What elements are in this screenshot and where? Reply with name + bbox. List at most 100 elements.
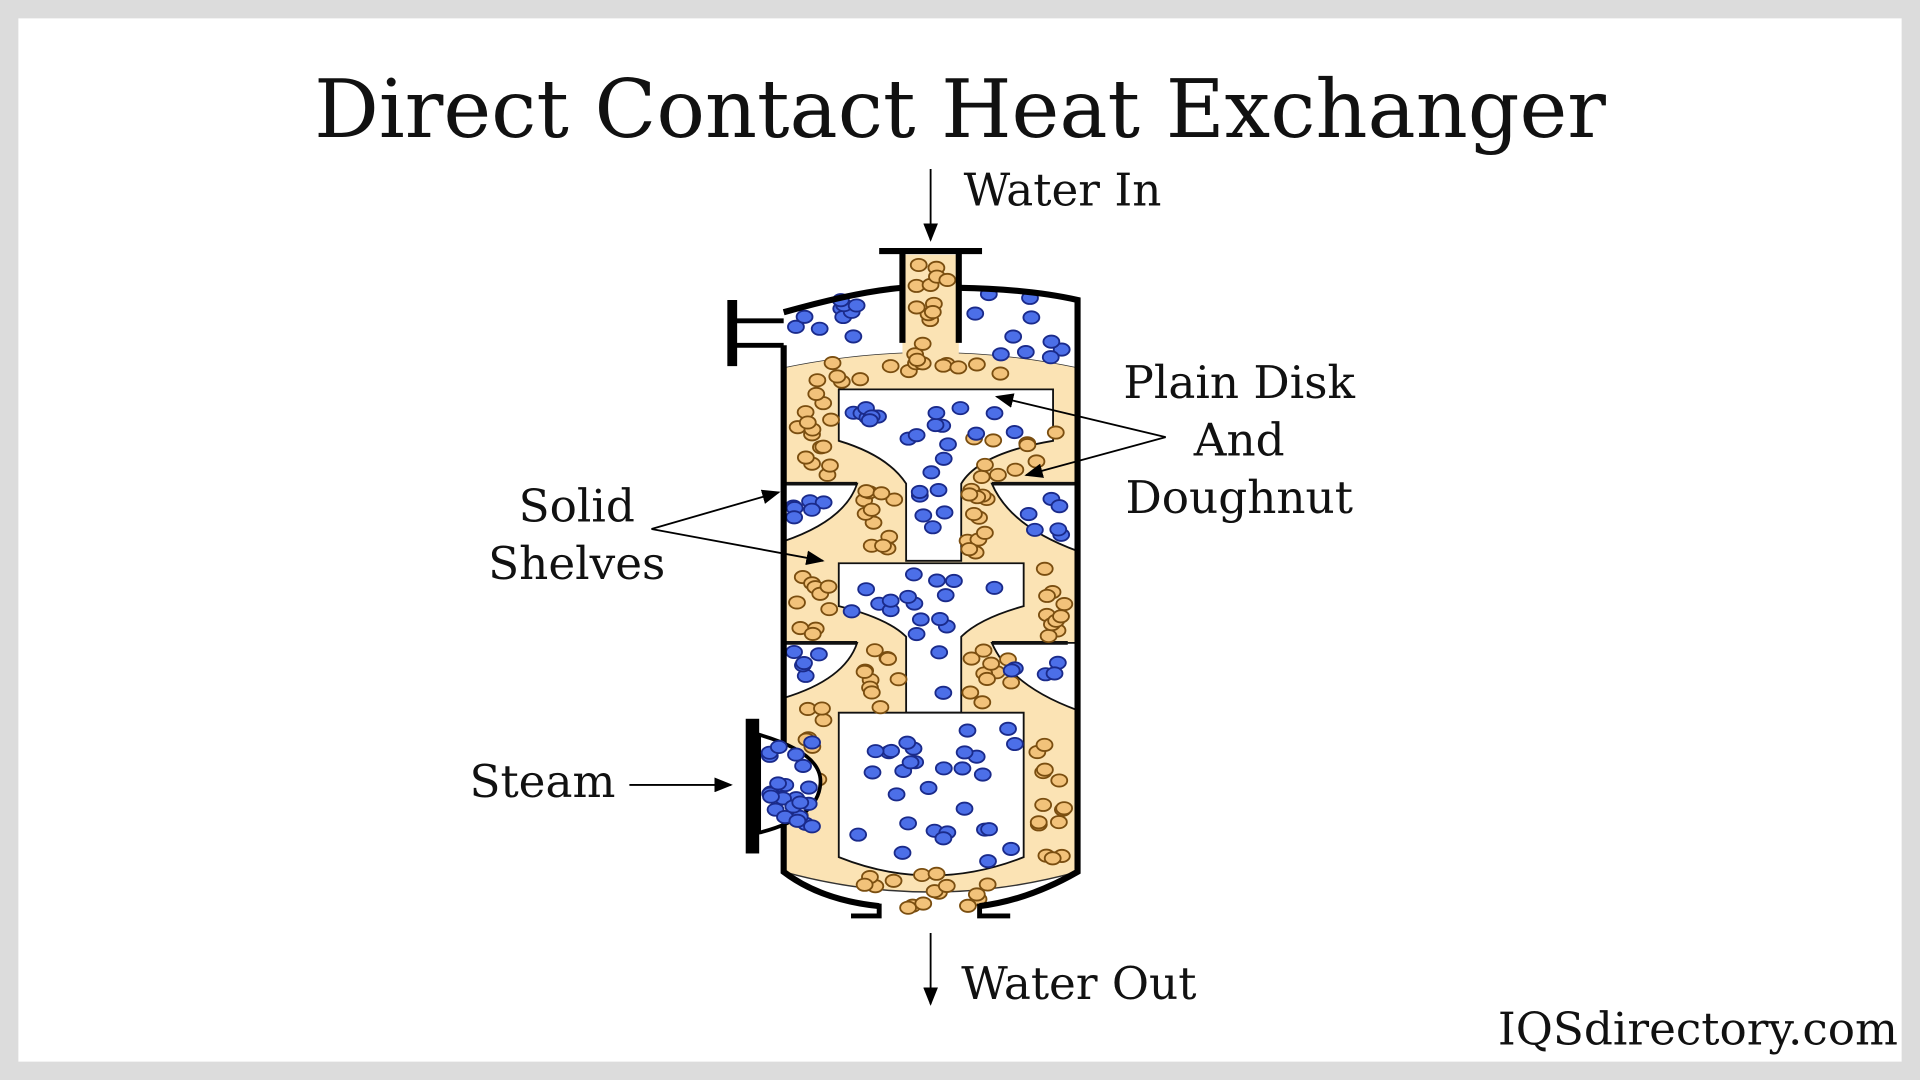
steam-bubble [1041, 350, 1060, 365]
plain-disk-arrow-2 [1024, 436, 1166, 478]
steam-bubble [887, 787, 906, 802]
steam-bubble [810, 647, 828, 662]
steam-bubble [985, 580, 1004, 595]
steam-bubble [910, 484, 929, 499]
water-droplet [865, 643, 884, 658]
steam-bubble [928, 573, 946, 588]
steam-bubble [1026, 522, 1044, 537]
water-droplet [874, 538, 892, 553]
water-droplet [798, 415, 817, 430]
steam-bubble [881, 593, 900, 608]
steam-bubble [934, 831, 953, 846]
steam-bubble [795, 309, 814, 324]
water-droplet [884, 873, 903, 888]
steam-bubble [1050, 499, 1069, 514]
steam-bubble [898, 735, 917, 750]
water-droplet [1002, 675, 1021, 690]
steam-bubble [857, 582, 876, 597]
water-droplet [927, 866, 946, 881]
water-droplet [822, 412, 840, 427]
steam-bubble [930, 645, 949, 660]
steam-bubble [919, 780, 938, 795]
water-droplet [820, 602, 839, 617]
solid-shelves-label-1: Solid [519, 480, 635, 533]
water-droplet [828, 369, 847, 384]
steam-bubble [992, 347, 1010, 362]
steam-label: Steam [469, 755, 615, 808]
water-droplet [982, 656, 1000, 671]
water-droplet [862, 685, 881, 700]
water-droplet [1027, 454, 1046, 469]
water-droplet [788, 595, 806, 610]
water-droplet [1035, 737, 1054, 752]
solid-shelves-arrow-1 [651, 489, 781, 530]
steam-bubble [907, 428, 926, 443]
water-droplet [855, 877, 874, 892]
steam-bubble [955, 745, 974, 760]
water-droplet [962, 651, 981, 666]
steam-bubble [860, 413, 879, 428]
steam-bubble [929, 483, 948, 498]
water-droplet [913, 867, 931, 883]
water-droplet [851, 372, 870, 387]
plain-disk-label-2: And [1193, 414, 1285, 467]
steam-bubble [810, 321, 829, 336]
steam-bubble [985, 406, 1004, 421]
water-droplet [968, 357, 986, 372]
steam-bubble [788, 813, 807, 828]
steam-bubble [1005, 425, 1024, 440]
water-droplet [949, 360, 968, 375]
water-droplet [1029, 815, 1048, 830]
steam-bubble [842, 604, 861, 619]
doughnut-shelf-left-1 [782, 482, 859, 543]
steam-bubble [931, 611, 949, 627]
steam-bubble [1019, 507, 1038, 522]
water-droplet [823, 355, 842, 371]
steam-bubble [922, 465, 941, 480]
water-droplet [976, 457, 994, 472]
water-droplet [889, 672, 908, 687]
steam-bubble [863, 765, 882, 780]
steam-bubble [803, 819, 821, 834]
water-droplet [974, 643, 993, 658]
steam-bubble [791, 795, 810, 810]
plain-disk-arrow-1 [994, 393, 1166, 439]
water-droplet [1046, 425, 1065, 440]
water-droplet [821, 458, 839, 473]
steam-bubble [899, 589, 917, 604]
water-droplet [1052, 609, 1070, 624]
water-droplet [885, 492, 904, 507]
water-droplet [978, 877, 997, 892]
water-droplet [1035, 561, 1054, 576]
steam-bubble [901, 755, 920, 770]
water-droplet [908, 352, 927, 367]
steam-bubble [1042, 334, 1061, 349]
water-droplet [881, 359, 900, 374]
water-droplet [976, 525, 994, 540]
water-droplet [909, 257, 928, 273]
water-droplet [819, 579, 838, 594]
water-droplet [899, 900, 917, 915]
water-droplet [907, 300, 926, 315]
steam-bubble [923, 520, 942, 535]
water-droplet [1050, 815, 1068, 830]
steam-bubble [893, 845, 912, 860]
water-droplet [989, 467, 1007, 482]
water-droplet [879, 651, 898, 666]
watermark: IQSdirectory.com [1498, 1002, 1898, 1055]
steam-bubble [1004, 329, 1023, 344]
steam-bubble [799, 780, 818, 795]
water-out-label: Water Out [961, 957, 1196, 1010]
water-droplet [1006, 462, 1025, 477]
water-droplet [1036, 762, 1054, 777]
steam-bubble [966, 306, 985, 321]
water-droplet [807, 386, 826, 401]
water-droplet [1043, 851, 1062, 866]
water-droplet [961, 685, 980, 700]
steam-bubble [803, 502, 821, 517]
steam-bubble [911, 612, 930, 627]
steam-bubble [803, 735, 821, 750]
water-droplet [978, 671, 996, 686]
water-droplet [803, 626, 822, 641]
